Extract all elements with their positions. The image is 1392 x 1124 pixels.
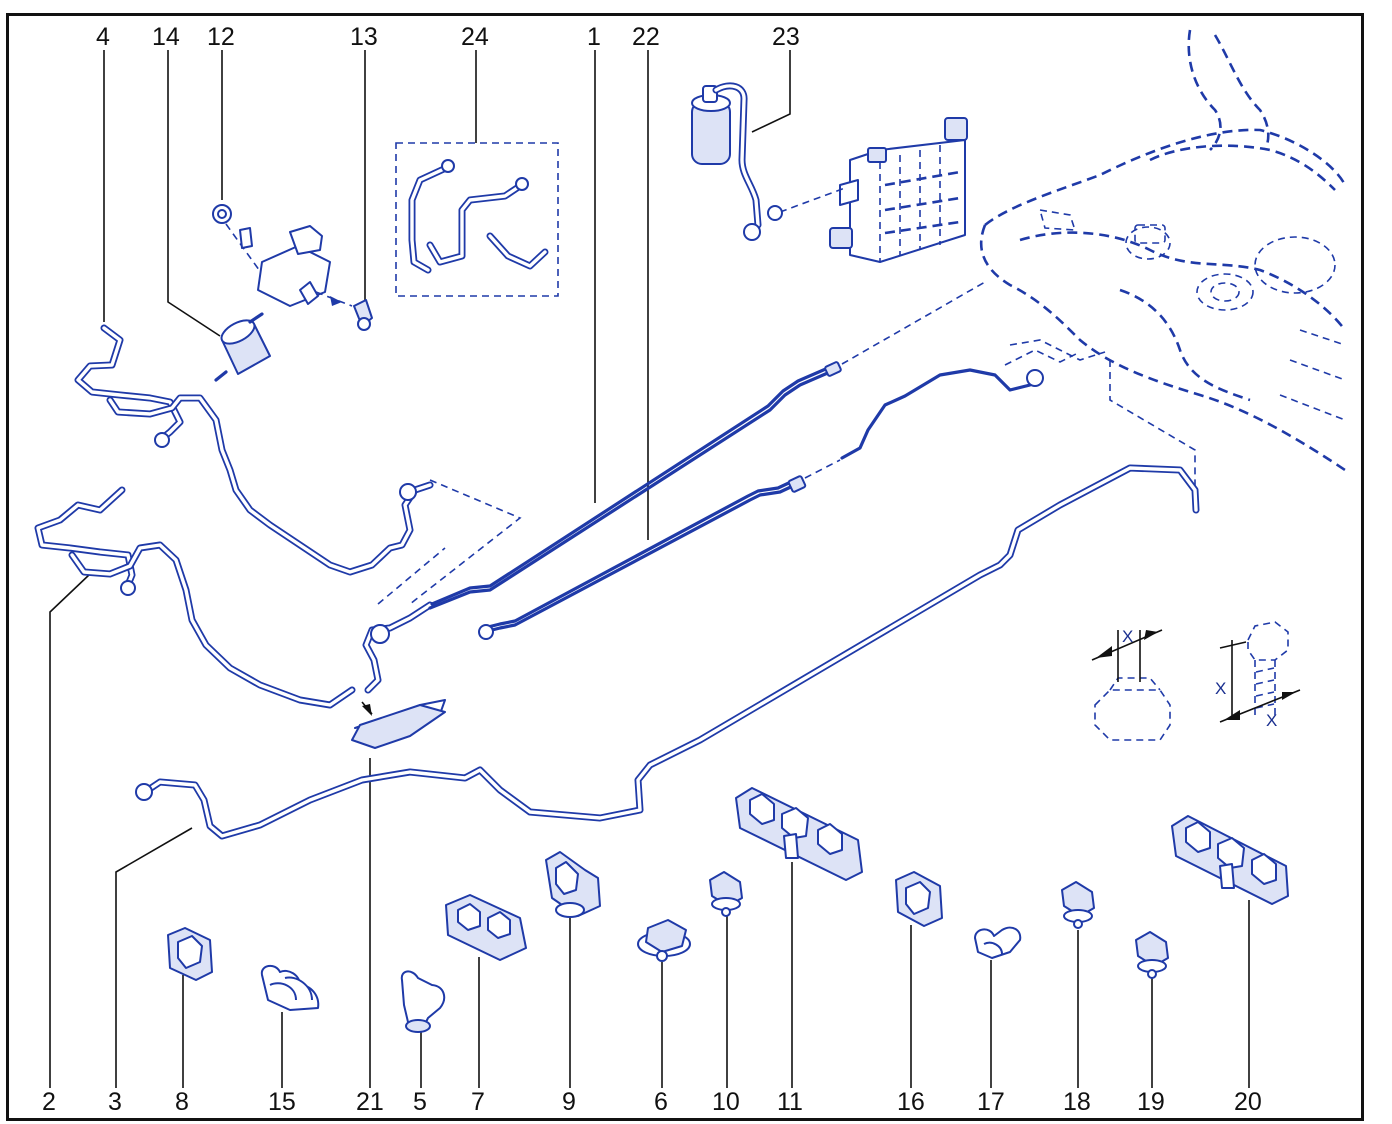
dim-label-bolt-length: X	[1215, 679, 1226, 698]
clip-7	[445, 894, 527, 961]
callout-20: 20	[1234, 900, 1262, 1116]
callout-24: 24	[461, 23, 489, 143]
clip-15	[260, 964, 320, 1011]
label-21: 21	[356, 1088, 384, 1116]
callout-2: 2	[42, 573, 91, 1116]
callout-12: 12	[207, 23, 235, 200]
label-17: 17	[977, 1088, 1005, 1116]
label-1: 1	[587, 23, 601, 51]
callout-19: 19	[1137, 975, 1165, 1116]
label-3: 3	[108, 1088, 122, 1116]
label-12: 12	[207, 23, 235, 51]
callout-18: 18	[1063, 930, 1091, 1116]
pipe-4	[74, 324, 434, 576]
purge-valve-23	[691, 82, 783, 241]
callout-3: 3	[108, 827, 193, 1116]
callout-13: 13	[350, 23, 378, 305]
pipe-3	[135, 464, 1200, 840]
clip-10	[709, 871, 743, 917]
callout-6: 6	[654, 962, 668, 1116]
callout-9: 9	[562, 918, 576, 1116]
clip-18	[1061, 881, 1095, 929]
fuel-filter-14	[214, 312, 271, 382]
callout-23: 23	[751, 23, 800, 133]
clip-6	[637, 919, 691, 962]
callout-5: 5	[413, 1032, 427, 1116]
fuel-tank-outline	[979, 29, 1347, 505]
pipe-2	[34, 486, 356, 709]
callout-8: 8	[175, 975, 189, 1116]
callout-22: 22	[632, 23, 660, 540]
clip-11	[735, 787, 863, 881]
label-23: 23	[772, 23, 800, 51]
nut-detail: X	[1091, 627, 1171, 741]
label-18: 18	[1063, 1088, 1091, 1116]
callout-21: 21	[356, 758, 384, 1116]
pipe-1	[428, 281, 986, 610]
label-15: 15	[268, 1088, 296, 1116]
label-20: 20	[1234, 1088, 1262, 1116]
dim-label-nut: X	[1122, 627, 1133, 646]
label-2: 2	[42, 1088, 56, 1116]
bolt-detail: X X	[1215, 621, 1301, 730]
callout-17: 17	[977, 960, 1005, 1116]
label-5: 5	[413, 1088, 427, 1116]
label-8: 8	[175, 1088, 189, 1116]
callout-14: 14	[152, 23, 221, 337]
dim-label-bolt-diameter: X	[1266, 711, 1277, 730]
kit-box-24	[395, 142, 559, 297]
callout-16: 16	[897, 925, 925, 1116]
clip-5	[400, 970, 446, 1033]
callout-1: 1	[587, 23, 601, 503]
evap-canister	[779, 117, 968, 263]
clip-9	[545, 851, 601, 918]
label-11: 11	[777, 1088, 803, 1116]
label-10: 10	[712, 1088, 740, 1116]
clip-20	[1171, 815, 1289, 905]
callout-11: 11	[777, 862, 803, 1116]
label-19: 19	[1137, 1088, 1165, 1116]
label-24: 24	[461, 23, 489, 51]
label-14: 14	[152, 23, 180, 51]
clip-19	[1135, 931, 1169, 979]
callout-4: 4	[96, 23, 110, 322]
pipe-joint-center	[351, 479, 522, 749]
clip-17	[974, 926, 1022, 959]
label-16: 16	[897, 1088, 925, 1116]
label-4: 4	[96, 23, 110, 51]
label-9: 9	[562, 1088, 576, 1116]
callout-10: 10	[712, 914, 740, 1116]
label-6: 6	[654, 1088, 668, 1116]
label-7: 7	[471, 1088, 485, 1116]
filter-bracket	[212, 204, 373, 331]
callout-15: 15	[268, 1012, 296, 1116]
clip-8	[167, 927, 213, 981]
arrow-13	[330, 296, 342, 306]
clip-16	[895, 871, 943, 927]
label-13: 13	[350, 23, 378, 51]
label-22: 22	[632, 23, 660, 51]
pipe-22	[478, 349, 1081, 640]
callout-7: 7	[471, 957, 485, 1116]
